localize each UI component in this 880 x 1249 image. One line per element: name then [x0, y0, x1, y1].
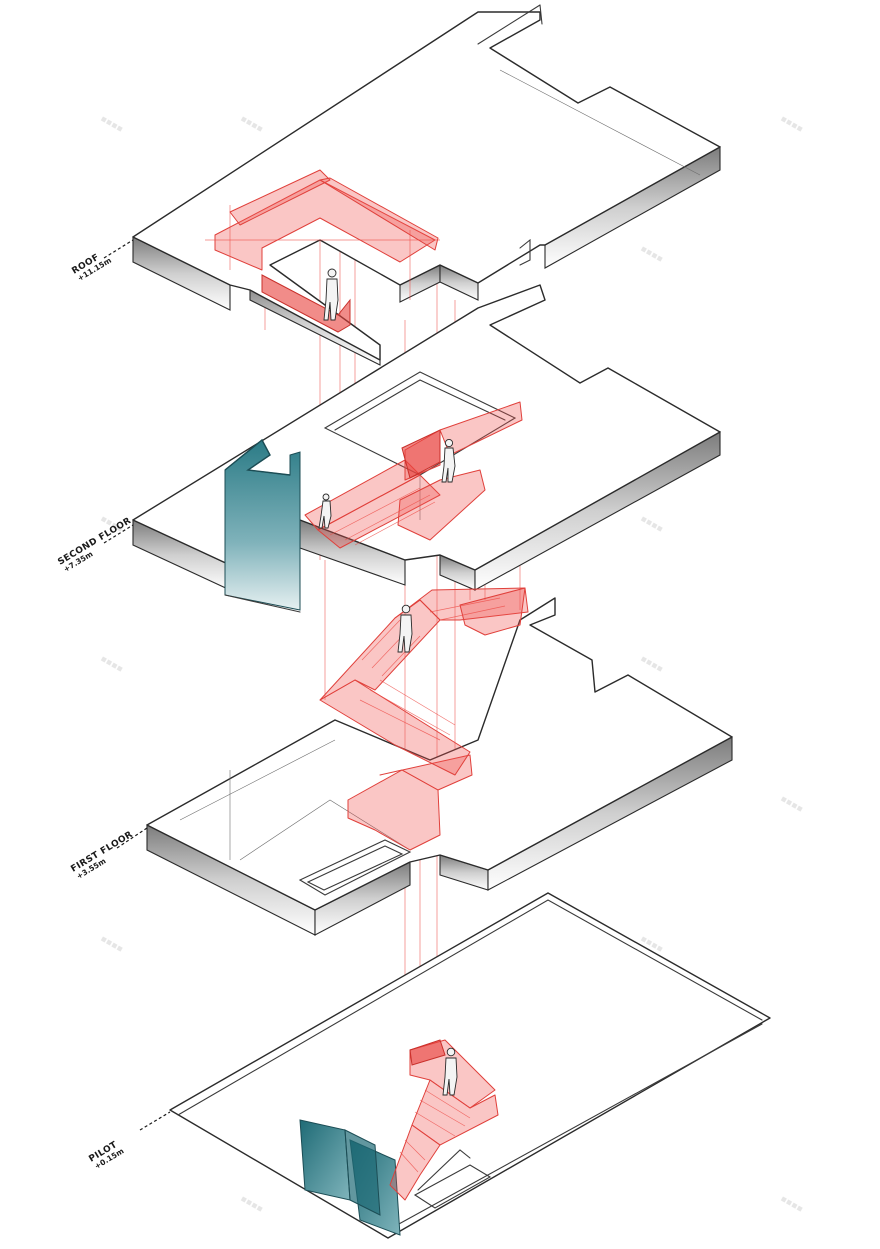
- level-label-roof: ROOF +11.15m: [70, 253, 113, 283]
- level-pointers: [103, 239, 171, 1131]
- level-name: FIRST FLOOR: [69, 830, 134, 875]
- second-floor-stair: [304, 401, 523, 549]
- level-label-pilot: PILOT +0.15m: [87, 1140, 125, 1171]
- person-figure-roof: [323, 268, 339, 321]
- person-figure-first-floor: [397, 604, 413, 653]
- level-label-second-floor: SECOND FLOOR +7.35m: [56, 516, 133, 574]
- svg-text:▪▪▪▪: ▪▪▪▪: [99, 934, 125, 955]
- svg-text:▪▪▪▪: ▪▪▪▪: [239, 1194, 265, 1215]
- svg-text:▪▪▪▪: ▪▪▪▪: [639, 244, 665, 265]
- human-figures: [318, 268, 458, 1096]
- svg-text:▪▪▪▪: ▪▪▪▪: [779, 794, 805, 815]
- svg-text:▪▪▪▪: ▪▪▪▪: [99, 114, 125, 135]
- teal-core-volume: [224, 438, 301, 613]
- first-floor-stair: [319, 587, 529, 851]
- person-figure-pilot: [442, 1047, 458, 1096]
- person-figure-second-floor-left: [318, 493, 332, 529]
- svg-text:▪▪▪▪: ▪▪▪▪: [639, 654, 665, 675]
- first-floor-level: [146, 597, 733, 936]
- pilot-teal-panels: [299, 1119, 401, 1236]
- svg-text:▪▪▪▪: ▪▪▪▪: [779, 1194, 805, 1215]
- svg-text:▪▪▪▪: ▪▪▪▪: [639, 514, 665, 535]
- svg-text:▪▪▪▪: ▪▪▪▪: [239, 114, 265, 135]
- level-label-first-floor: FIRST FLOOR +3.55m: [69, 830, 134, 881]
- level-name: SECOND FLOOR: [56, 516, 133, 568]
- svg-text:▪▪▪▪: ▪▪▪▪: [779, 114, 805, 135]
- roof-level: [132, 4, 721, 366]
- person-figure-second-floor: [441, 438, 456, 483]
- svg-text:▪▪▪▪: ▪▪▪▪: [99, 654, 125, 675]
